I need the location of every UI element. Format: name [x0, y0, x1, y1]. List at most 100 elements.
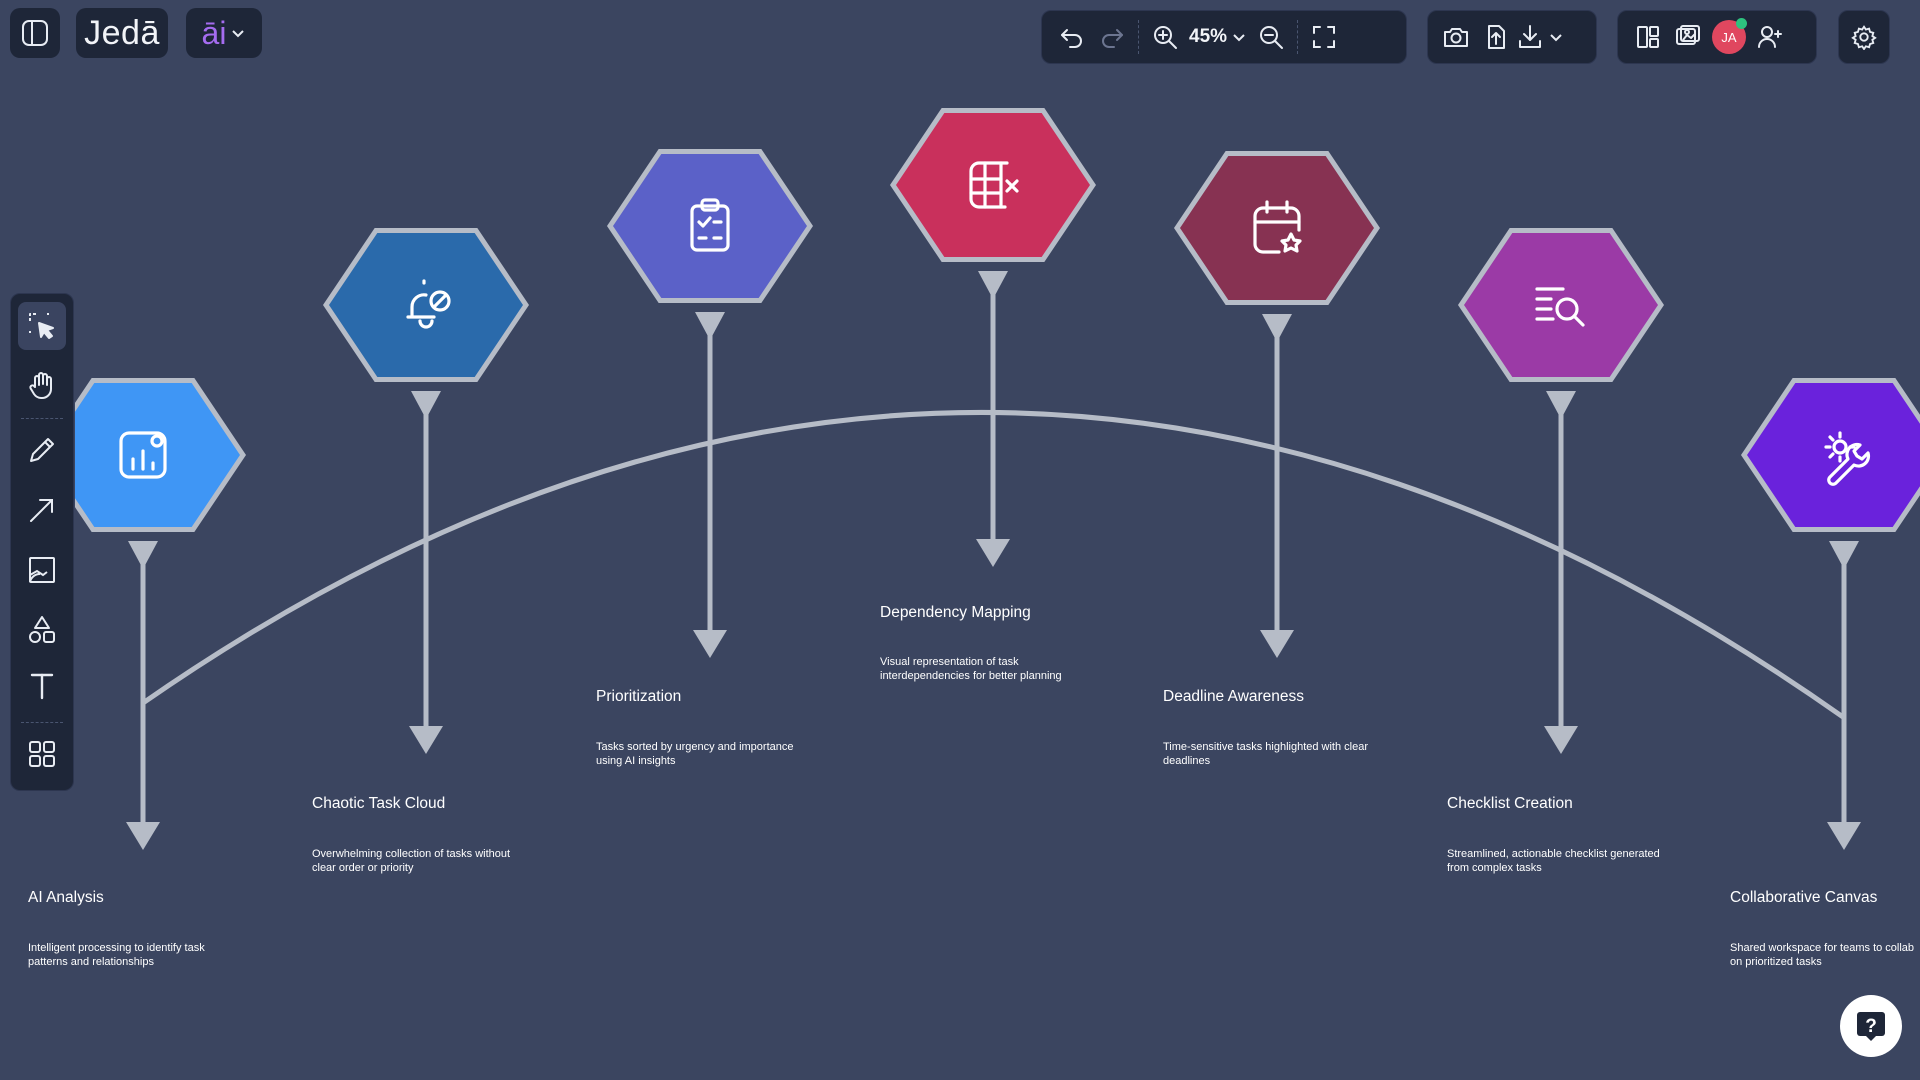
text-tool-button[interactable] [18, 662, 66, 710]
view-toolbar: 45% [1041, 10, 1407, 64]
drawing-toolbar [10, 293, 74, 791]
hexagon-shape[interactable] [322, 228, 530, 382]
zoom-level: 45% [1189, 26, 1228, 47]
online-status-dot [1736, 18, 1747, 29]
zoom-in-button[interactable] [1145, 17, 1185, 57]
zoom-out-icon [1260, 26, 1284, 49]
toolbar-divider [21, 418, 63, 419]
help-button[interactable]: ? [1840, 995, 1902, 1057]
arrowhead [1544, 726, 1578, 754]
chevron-down-icon [232, 30, 245, 38]
grid-icon [29, 741, 55, 767]
zoom-out-button[interactable] [1251, 17, 1291, 57]
connector-pin [1262, 314, 1292, 342]
user-avatar[interactable]: JA [1712, 18, 1747, 54]
hexagon-shape[interactable] [1173, 151, 1381, 305]
toolbar-divider [1138, 20, 1139, 54]
step-description: Tasks sorted by urgency and importance u… [596, 741, 794, 767]
upload-button[interactable] [1476, 17, 1516, 57]
image-tool-button[interactable] [18, 546, 66, 594]
undo-button[interactable] [1052, 17, 1092, 57]
step-description: Time-sensitive tasks highlighted with cl… [1163, 741, 1369, 767]
arrow-tool-button[interactable] [18, 486, 66, 534]
export-toolbar [1427, 10, 1597, 64]
step-node[interactable] [1173, 151, 1381, 659]
pen-tool-button[interactable] [18, 426, 66, 474]
step-node[interactable] [43, 378, 247, 851]
hand-tool-button[interactable] [18, 362, 66, 410]
ai-menu-button[interactable]: āi [186, 8, 262, 58]
step-description: Shared workspace for teams to collab on … [1730, 942, 1915, 968]
step-title: Dependency Mapping [880, 604, 1031, 621]
hexagon-shape[interactable] [43, 378, 247, 532]
sidebar-toggle-button[interactable] [10, 8, 60, 58]
layout-icon [1637, 26, 1659, 48]
fullscreen-button[interactable] [1304, 17, 1344, 57]
hexagon-shape[interactable] [889, 108, 1097, 262]
arrowhead [1827, 822, 1861, 850]
collab-toolbar: JA [1617, 10, 1817, 64]
step-description: Overwhelming collection of tasks without… [312, 848, 511, 874]
download-icon [1519, 25, 1541, 48]
chevron-down-icon [1233, 34, 1245, 42]
connector-pin [1829, 541, 1859, 569]
file-upload-icon [1488, 25, 1505, 49]
wrench-gear-icon [1824, 431, 1871, 486]
select-tool-button[interactable] [18, 302, 66, 350]
app-logo[interactable]: Jedā [76, 8, 168, 58]
step-node[interactable] [1740, 378, 1920, 851]
avatar-initials: JA [1721, 29, 1737, 45]
hexagon-shape[interactable] [1457, 228, 1665, 382]
arrowhead [976, 539, 1010, 567]
bell-off-icon [406, 279, 451, 329]
redo-icon [1102, 29, 1123, 48]
connector-pin [1546, 391, 1576, 419]
app-logo-text: Jedā [84, 13, 160, 52]
arrowhead [126, 822, 160, 850]
slides-icon [1676, 25, 1700, 45]
list-search-icon [1535, 287, 1585, 327]
undo-icon [1061, 29, 1082, 48]
hexagon-shape[interactable] [606, 149, 814, 303]
arrowhead [1260, 630, 1294, 658]
arrowhead [409, 726, 443, 754]
download-button[interactable] [1516, 17, 1564, 57]
chart-icon [119, 431, 167, 479]
settings-button[interactable] [1838, 10, 1890, 64]
step-node[interactable] [606, 149, 814, 659]
select-cursor-icon [29, 313, 54, 339]
step-node[interactable] [322, 228, 530, 755]
step-title: Chaotic Task Cloud [312, 795, 446, 812]
pencil-icon [30, 438, 54, 462]
connector-pin [411, 391, 441, 419]
panel-icon [22, 20, 48, 46]
help-icon: ? [1857, 1012, 1885, 1041]
step-title: AI Analysis [28, 889, 104, 906]
step-node[interactable] [1457, 228, 1665, 755]
present-button[interactable] [1668, 17, 1708, 57]
step-description: Streamlined, actionable checklist genera… [1447, 848, 1660, 874]
redo-button[interactable] [1092, 17, 1132, 57]
layout-button[interactable] [1628, 17, 1668, 57]
connector-pin [128, 541, 158, 569]
step-description: Intelligent processing to identify task … [28, 942, 205, 968]
zoom-level-dropdown[interactable]: 45% [1185, 17, 1251, 57]
gear-icon [1851, 25, 1877, 50]
clipboard-check-icon [690, 198, 730, 252]
svg-text:?: ? [1865, 1016, 1877, 1037]
fullscreen-icon [1313, 26, 1336, 48]
step-node[interactable] [889, 108, 1097, 568]
connector-pin [695, 312, 725, 340]
image-frame-icon [29, 557, 55, 583]
toolbar-divider [21, 722, 63, 723]
connector-pin [978, 271, 1008, 299]
invite-user-button[interactable] [1750, 17, 1790, 57]
shapes-tool-button[interactable] [18, 606, 66, 654]
camera-icon [1444, 28, 1468, 47]
step-title: Prioritization [596, 688, 682, 705]
table-x-icon [969, 161, 1019, 209]
ai-label: āi [201, 14, 227, 51]
screenshot-button[interactable] [1436, 17, 1476, 57]
step-title: Checklist Creation [1447, 795, 1573, 812]
templates-tool-button[interactable] [18, 730, 66, 778]
